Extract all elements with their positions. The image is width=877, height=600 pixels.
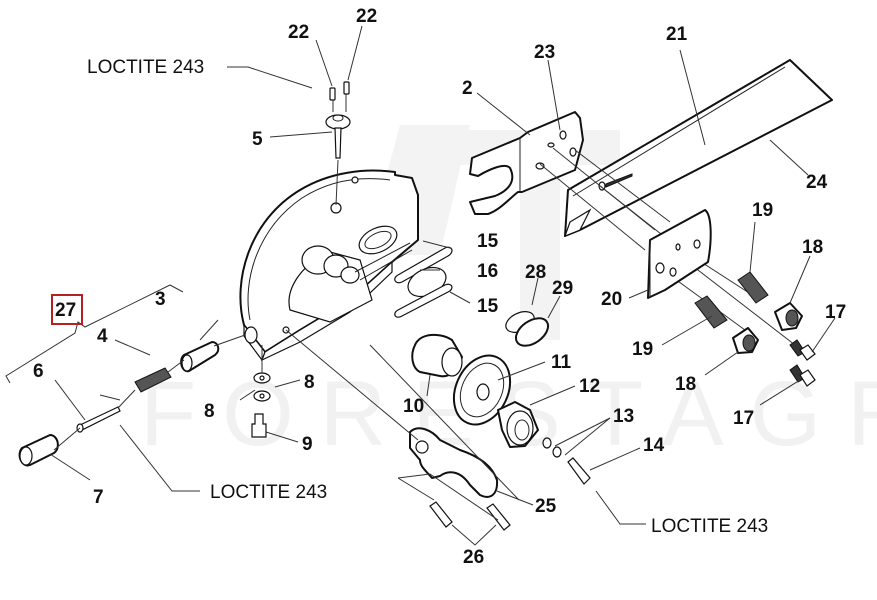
part-9-bolt <box>251 413 267 438</box>
callout-10: 10 <box>403 396 424 417</box>
callout-24: 24 <box>806 172 828 193</box>
callout-15: 15 <box>477 296 499 317</box>
callout-16: 16 <box>477 261 498 282</box>
callout-18: 18 <box>802 237 823 258</box>
callouts: 22 22 5 2 23 21 24 15 16 15 28 29 20 19 … <box>33 6 846 568</box>
callout-3: 3 <box>155 289 166 310</box>
callout-17: 17 <box>825 302 846 323</box>
part-29-oring <box>514 317 550 347</box>
callout-4: 4 <box>97 326 108 347</box>
callout-18: 18 <box>675 374 696 395</box>
part-17-bolt-lower <box>789 364 816 387</box>
watermark-logo-stem <box>520 170 560 340</box>
part-21-blade <box>563 59 833 238</box>
note-loctite-left: LOCTITE 243 <box>210 482 327 503</box>
part-22-screws <box>329 81 350 112</box>
part-2-bracket <box>469 111 584 215</box>
callout-14: 14 <box>643 435 665 456</box>
callout-12: 12 <box>579 376 600 397</box>
callout-11: 11 <box>551 352 572 373</box>
part-12-spool <box>497 401 539 448</box>
part-13-washers <box>542 437 562 458</box>
callout-19: 19 <box>752 200 773 221</box>
callout-9: 9 <box>302 434 313 455</box>
part-8-washers <box>253 372 271 402</box>
left-axis-lines <box>53 329 419 451</box>
part-7-coupler <box>18 434 59 467</box>
callout-5: 5 <box>252 129 263 150</box>
part-10-coupling <box>411 333 463 378</box>
callout-23: 23 <box>534 42 555 63</box>
callout-28: 28 <box>525 262 546 283</box>
callout-19: 19 <box>632 339 653 360</box>
callout-6: 6 <box>33 361 44 382</box>
part-6-pin <box>76 406 121 433</box>
part-18-nut-lower <box>732 327 759 354</box>
callout-8: 8 <box>204 401 215 422</box>
callout-21: 21 <box>666 24 688 45</box>
part-25-lever <box>409 427 499 498</box>
callout-29: 29 <box>552 278 573 299</box>
part-17-bolt-upper <box>789 339 816 361</box>
callout-27-highlight-box <box>51 294 83 325</box>
part-26-screws <box>429 501 511 531</box>
callout-26: 26 <box>463 547 484 568</box>
part-19-bushing-upper <box>737 271 769 304</box>
part-15-gasket-lower <box>394 283 453 318</box>
part-18-nut-upper <box>774 302 803 331</box>
callout-13: 13 <box>613 406 634 427</box>
callout-17: 17 <box>733 408 754 429</box>
note-loctite-bottom: LOCTITE 243 <box>651 516 768 537</box>
callout-15: 15 <box>477 231 499 252</box>
part-19-bushing-lower <box>694 295 728 329</box>
callout-27: 27 <box>55 300 76 321</box>
callout-8: 8 <box>304 372 315 393</box>
callout-2: 2 <box>462 78 473 99</box>
callout-leaders <box>49 25 836 546</box>
callout-22: 22 <box>356 6 377 27</box>
callout-25: 25 <box>535 496 557 517</box>
callout-7: 7 <box>93 487 104 508</box>
loctite-notes: LOCTITE 243 LOCTITE 243 LOCTITE 243 <box>87 57 768 537</box>
callout-22: 22 <box>288 22 309 43</box>
gearbox-housing <box>239 169 419 362</box>
part-5-pin <box>325 114 351 206</box>
note-loctite-top: LOCTITE 243 <box>87 57 204 78</box>
part-11-gear <box>452 354 512 426</box>
part-4-spring <box>134 367 172 393</box>
assembly-27-bracket <box>5 284 184 384</box>
callout-20: 20 <box>601 289 622 310</box>
part-14-bolt <box>567 457 591 485</box>
part-20-plate <box>647 209 712 299</box>
